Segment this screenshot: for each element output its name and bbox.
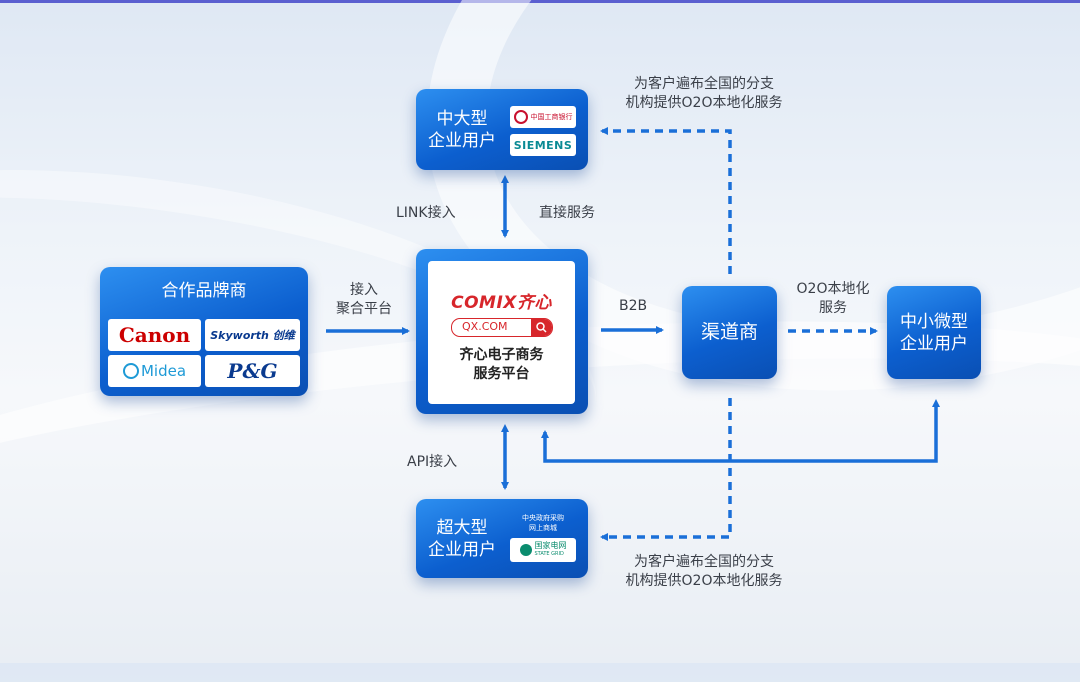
- super-enterprise-box: 超大型 企业用户 中央政府采购 网上商城 国家电网 STATE GRID: [416, 499, 588, 578]
- sgcc-text-en: STATE GRID: [534, 551, 564, 557]
- large-enterprise-title: 中大型 企业用户: [426, 108, 498, 152]
- gov-mall-line1: 中央政府采购: [522, 514, 564, 522]
- large-enterprise-box: 中大型 企业用户 中国工商银行 SIEMENS: [416, 89, 588, 170]
- super-enterprise-line1: 超大型: [436, 518, 488, 538]
- pg-text: P&G: [227, 359, 278, 383]
- sgcc-icon: [519, 544, 532, 556]
- midea-text: Midea: [140, 362, 187, 380]
- skyworth-text: Skyworth 创维: [210, 329, 295, 342]
- aggregate-label-line2: 聚合平台: [336, 301, 392, 317]
- icbc-text: 中国工商银行: [530, 113, 573, 121]
- api-access-label: API接入: [407, 454, 458, 470]
- platform-name-line2: 服务平台: [473, 366, 530, 382]
- large-enterprise-line1: 中大型: [436, 109, 488, 129]
- top-service-label-line1: 为客户遍布全国的分支: [634, 76, 774, 92]
- canon-text: Canon: [118, 323, 191, 347]
- channel-title: 渠道商: [700, 321, 758, 343]
- search-icon: [531, 319, 552, 336]
- gov-mall-line2: 网上商城: [529, 524, 557, 532]
- skyworth-logo: Skyworth 创维: [205, 319, 300, 351]
- platform-box: COMIX齐心 QX.COM 齐心电子商务 服务平台: [416, 249, 588, 414]
- platform-name-line1: 齐心电子商务: [459, 347, 544, 363]
- sme-line1: 中小微型: [900, 312, 968, 332]
- dashed-channel-to-large: [600, 127, 732, 274]
- connector-arrows: [326, 127, 940, 541]
- b2b-label: B2B: [619, 298, 648, 314]
- canon-logo: Canon: [108, 319, 201, 351]
- bottom-service-label-line1: 为客户遍布全国的分支: [634, 554, 774, 570]
- large-enterprise-line2: 企业用户: [428, 131, 496, 151]
- midea-icon: [122, 363, 139, 379]
- top-service-label: 为客户遍布全国的分支 机构提供O2O本地化服务: [614, 75, 794, 113]
- icbc-icon: [513, 110, 528, 124]
- midea-logo: Midea: [108, 355, 201, 387]
- comix-logo: COMIX齐心: [451, 293, 552, 313]
- aggregate-label: 接入 聚合平台: [324, 281, 404, 319]
- link-access-label: LINK接入: [396, 205, 456, 221]
- aggregate-label-line1: 接入: [350, 282, 378, 298]
- siemens-logo: SIEMENS: [510, 134, 576, 156]
- platform-inner-panel: COMIX齐心 QX.COM 齐心电子商务 服务平台: [428, 261, 575, 404]
- siemens-text: SIEMENS: [513, 138, 573, 152]
- o2o-label: O2O本地化 服务: [788, 280, 878, 318]
- direct-service-label: 直接服务: [539, 205, 595, 221]
- sme-title: 中小微型 企业用户: [887, 311, 981, 355]
- brand-partners-box: 合作品牌商 Canon Skyworth 创维 Midea P&G: [100, 267, 308, 396]
- arrow-sme-to-platform: [541, 399, 940, 463]
- o2o-label-line2: 服务: [819, 300, 847, 316]
- qx-domain-text: QX.COM: [462, 320, 508, 333]
- dashed-channel-to-super: [600, 398, 732, 541]
- o2o-label-line1: O2O本地化: [796, 281, 870, 297]
- icbc-logo: 中国工商银行: [510, 106, 576, 128]
- pg-logo: P&G: [205, 355, 300, 387]
- super-enterprise-title: 超大型 企业用户: [426, 517, 498, 561]
- sme-box: 中小微型 企业用户: [887, 286, 981, 379]
- sgcc-logo: 国家电网 STATE GRID: [510, 538, 576, 562]
- top-accent-line: [0, 0, 1080, 3]
- qx-domain-pill: QX.COM: [451, 318, 553, 337]
- top-service-label-line2: 机构提供O2O本地化服务: [625, 95, 783, 111]
- sme-line2: 企业用户: [900, 334, 968, 354]
- super-enterprise-line2: 企业用户: [428, 540, 496, 560]
- bottom-service-label: 为客户遍布全国的分支 机构提供O2O本地化服务: [614, 553, 794, 591]
- sgcc-text: 国家电网: [534, 541, 567, 550]
- channel-box: 渠道商: [682, 286, 777, 379]
- bottom-service-label-line2: 机构提供O2O本地化服务: [625, 573, 783, 589]
- brand-partners-title: 合作品牌商: [161, 281, 247, 301]
